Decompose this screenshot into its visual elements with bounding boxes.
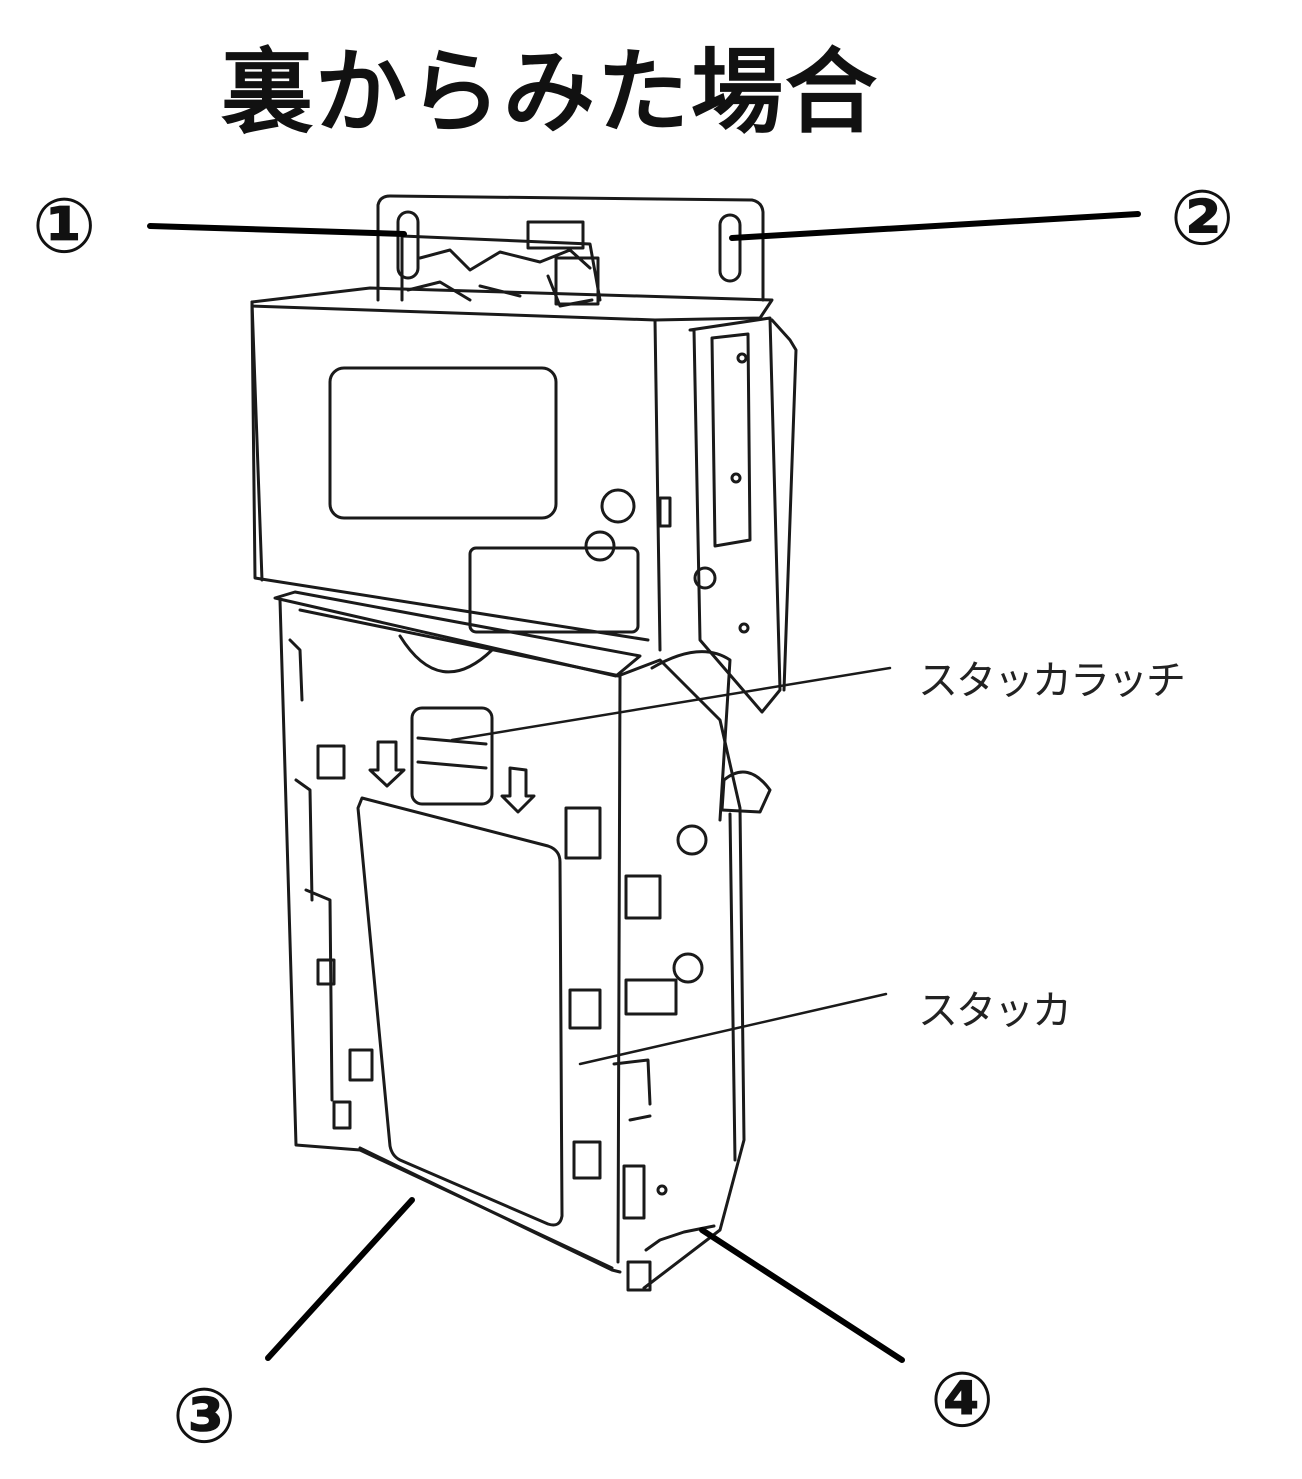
leader-line-stacker [578,992,888,1066]
label-window [328,366,558,520]
stacker-latch-handle [410,706,494,806]
mounting-slot-left [396,210,420,280]
leader-line-2 [729,211,1141,241]
callout-number-3: ③ [172,1371,237,1460]
callout-number-1: ① [32,181,97,270]
leader-line-1 [147,223,407,237]
stacker-label: スタッカ [918,988,1072,1034]
callout-number-4: ④ [930,1355,995,1444]
callout-number-2: ② [1170,173,1235,262]
mounting-bracket [376,194,765,308]
stacker-latch-label: スタッカラッチ [918,658,1186,704]
leader-line-stacker-latch [450,666,892,742]
leader-line-4 [699,1227,905,1363]
stacker-body [273,590,772,1292]
mounting-slot-right [718,213,742,283]
head-unit [250,286,798,714]
leader-line-3 [265,1197,415,1361]
page-title: 裏からみた場合 [220,39,879,146]
